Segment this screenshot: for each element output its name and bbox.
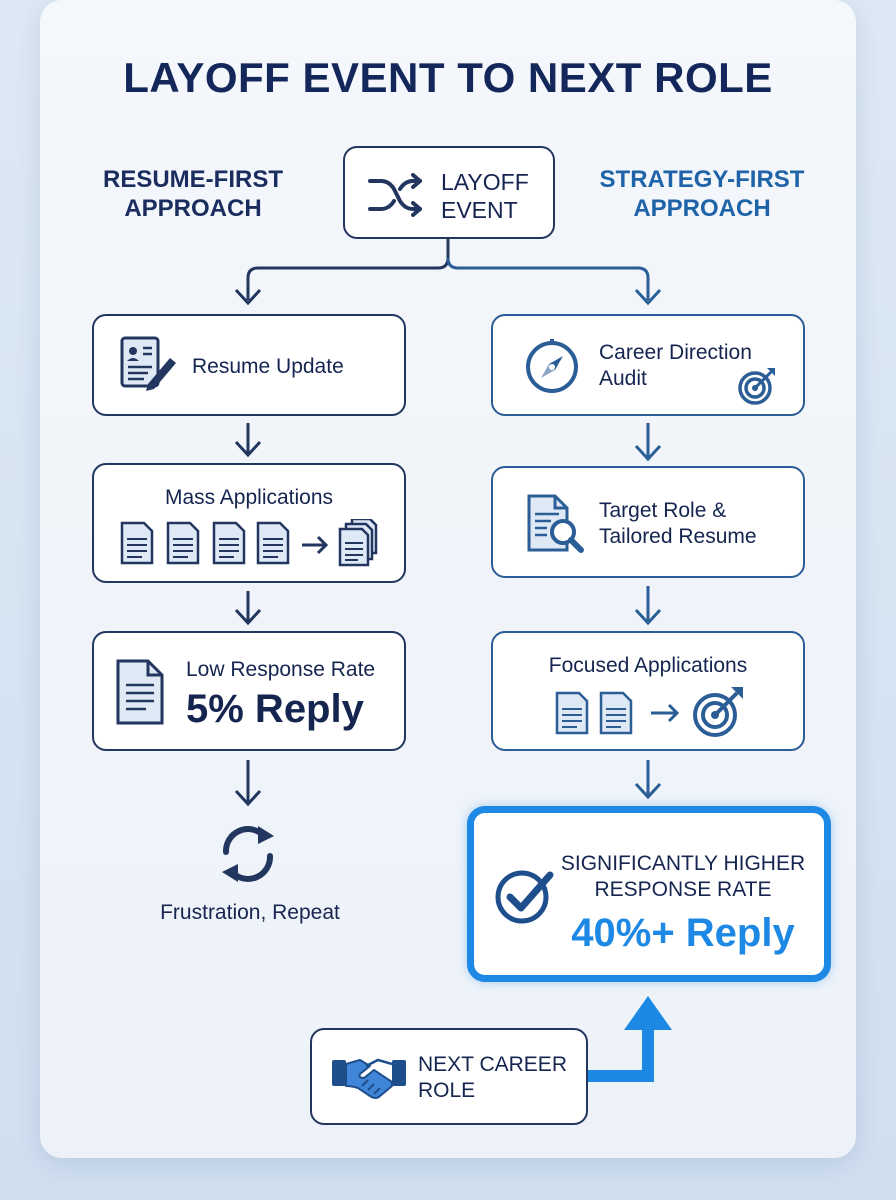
arrowhead-left-1 xyxy=(234,288,262,306)
low-response-node: Low Response Rate 5% Reply xyxy=(92,631,406,751)
document-stack-icon xyxy=(120,519,378,567)
low-response-label: Low Response Rate xyxy=(186,658,376,681)
resume-edit-icon xyxy=(120,336,176,391)
high-reply-value: 40%+ Reply xyxy=(571,911,795,955)
left-approach-line1: RESUME-FIRST xyxy=(103,166,283,193)
higher-response-line1: SIGNIFICANTLY HIGHER xyxy=(560,852,806,875)
arrowhead-to-result xyxy=(624,996,672,1030)
connector-right-branch xyxy=(446,257,650,300)
shuffle-icon xyxy=(368,173,422,217)
compass-icon xyxy=(526,339,578,393)
higher-response-label: SIGNIFICANTLY HIGHER RESPONSE RATE xyxy=(552,851,814,903)
arrowhead-right-1 xyxy=(634,288,662,306)
resume-update-label: Resume Update xyxy=(192,355,344,378)
arrowhead-left-4 xyxy=(234,789,262,807)
left-approach-header: RESUME-FIRST APPROACH xyxy=(88,165,298,223)
arrowhead-left-3 xyxy=(234,608,262,626)
end-node-line2: ROLE xyxy=(418,1079,476,1102)
mass-applications-label: Mass Applications xyxy=(164,486,334,509)
left-arrows xyxy=(234,423,262,807)
arrowhead-right-2 xyxy=(634,444,662,462)
target-role-label: Target Role & Tailored Resume xyxy=(599,498,757,550)
arrowhead-right-4 xyxy=(634,782,662,800)
left-approach-line2: APPROACH xyxy=(124,195,262,222)
frustration-label: Frustration, Repeat xyxy=(160,901,340,924)
right-approach-line1: STRATEGY-FIRST xyxy=(599,166,805,193)
end-node-label: NEXT CAREER ROLE xyxy=(418,1052,567,1104)
right-arrows xyxy=(634,423,662,800)
arrowhead-left-2 xyxy=(234,440,262,458)
arrowhead-right-3 xyxy=(634,608,662,626)
end-node: NEXT CAREER ROLE xyxy=(310,1028,588,1125)
resume-update-node: Resume Update xyxy=(92,314,406,416)
focused-applications-node: Focused Applications xyxy=(491,631,805,751)
arrow-to-result xyxy=(588,1025,654,1082)
refresh-cycle-icon xyxy=(222,826,274,882)
check-circle-icon xyxy=(495,870,554,924)
low-reply-value: 5% Reply xyxy=(186,687,364,731)
right-approach-header: STRATEGY-FIRST APPROACH xyxy=(584,165,820,223)
target-role-line2: Tailored Resume xyxy=(599,525,757,548)
career-direction-label: Career Direction Audit xyxy=(599,340,752,392)
higher-response-node: SIGNIFICANTLY HIGHER RESPONSE RATE 40%+ … xyxy=(467,806,831,982)
career-direction-line1: Career Direction xyxy=(599,341,752,364)
start-node-label: LAYOFF EVENT xyxy=(441,168,529,224)
end-node-line1: NEXT CAREER xyxy=(418,1053,567,1076)
connector-left-branch xyxy=(246,238,450,300)
mass-applications-node: Mass Applications xyxy=(92,463,406,583)
handshake-icon xyxy=(332,1058,406,1099)
target-role-line1: Target Role & xyxy=(599,499,727,522)
page-title: LAYOFF EVENT TO NEXT ROLE xyxy=(123,54,773,101)
target-icon xyxy=(738,368,775,405)
start-node: LAYOFF EVENT xyxy=(343,146,555,239)
target-role-node: Target Role & Tailored Resume xyxy=(491,466,805,578)
career-direction-line2: Audit xyxy=(599,367,647,390)
focused-documents-icon xyxy=(555,691,680,735)
career-direction-node: Career Direction Audit xyxy=(491,314,805,416)
focused-applications-label: Focused Applications xyxy=(548,654,748,677)
target-icon xyxy=(693,687,743,737)
start-node-line1: LAYOFF xyxy=(441,169,529,195)
document-search-icon xyxy=(527,494,584,553)
document-icon xyxy=(116,659,164,725)
higher-response-line2: RESPONSE RATE xyxy=(594,878,772,901)
start-node-line2: EVENT xyxy=(441,197,518,223)
right-approach-line2: APPROACH xyxy=(633,195,771,222)
